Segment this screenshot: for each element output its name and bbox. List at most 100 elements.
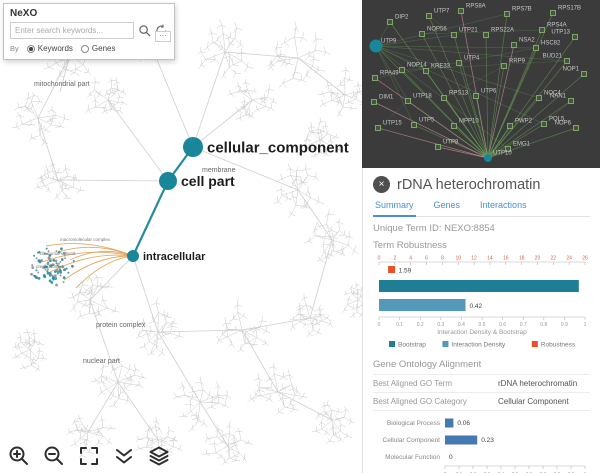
- interaction-network-panel[interactable]: DIP2 UTP7 RPS8A RPS7B RPS17B NOP56 UTP21 RPS22A…: [362, 0, 600, 168]
- gene-node[interactable]: BUD21: [543, 54, 570, 64]
- gene-node[interactable]: DIP2: [387, 15, 410, 25]
- go-alignment-row: Best Aligned GO Term rDNA heterochromati…: [373, 375, 590, 393]
- gene-node[interactable]: KRE33: [423, 64, 451, 74]
- go-alignment-rows: Best Aligned GO Term rDNA heterochromati…: [373, 374, 590, 411]
- svg-text:26: 26: [582, 256, 588, 262]
- unique-term-id: Unique Term ID: NEXO:8854: [373, 223, 495, 234]
- network-edges: [373, 10, 585, 159]
- gene-label: UTP10: [493, 151, 512, 157]
- search-input[interactable]: [10, 22, 134, 39]
- svg-text:22: 22: [551, 256, 557, 262]
- gene-node[interactable]: UTP8: [435, 140, 460, 150]
- expand-levels-button[interactable]: [113, 445, 135, 467]
- gene-node[interactable]: UTP10: [484, 151, 512, 163]
- svg-text:0.2: 0.2: [417, 322, 424, 328]
- radio-genes-control[interactable]: [80, 44, 89, 53]
- gene-node[interactable]: UTP9: [369, 39, 398, 53]
- zoom-controls: [8, 445, 170, 467]
- tree-term-label: membrane: [202, 167, 236, 174]
- go-score-bar: [445, 435, 478, 445]
- gene-node[interactable]: NSA2: [511, 38, 536, 48]
- robustness-value: 1.59: [399, 268, 412, 275]
- go-score-bar: [445, 418, 454, 428]
- gene-node[interactable]: RPS13: [441, 91, 469, 101]
- svg-text:20: 20: [535, 256, 541, 262]
- svg-text:24: 24: [566, 256, 572, 262]
- go-term-label: Best Aligned GO Term: [373, 379, 452, 388]
- gene-node[interactable]: NAN1: [550, 94, 574, 104]
- app-title: NeXO: [10, 8, 38, 19]
- gene-node[interactable]: MPP10: [451, 119, 480, 129]
- gene-node[interactable]: RPS17B: [550, 6, 582, 16]
- gene-node[interactable]: RRP9: [501, 59, 526, 69]
- section-go-alignment: Gene Ontology Alignment: [373, 359, 482, 370]
- svg-text:1: 1: [584, 471, 587, 473]
- gene-label: PWP2: [515, 119, 533, 125]
- gene-label: RRP9: [509, 59, 526, 65]
- gene-label: UTP21: [459, 28, 478, 34]
- svg-text:14: 14: [487, 256, 493, 262]
- gene-node[interactable]: NOC4: [536, 91, 562, 101]
- tab-interactions[interactable]: Interactions: [480, 200, 527, 210]
- gene-node[interactable]: RPS8A: [458, 4, 486, 14]
- gene-node[interactable]: UTP15: [375, 121, 403, 131]
- close-icon[interactable]: ×: [373, 176, 390, 193]
- gene-node[interactable]: NOP6: [555, 121, 579, 131]
- gene-node[interactable]: UTP4: [456, 56, 481, 66]
- gene-node[interactable]: UTP6: [473, 89, 498, 99]
- gene-node[interactable]: HSC82: [533, 41, 562, 51]
- gene-label: RPS13: [449, 91, 469, 97]
- gene-node[interactable]: RPS7B: [504, 7, 532, 17]
- svg-text:0.8: 0.8: [540, 322, 547, 328]
- ontology-node[interactable]: cellular_component: [183, 137, 349, 157]
- gene-label: NOP6: [555, 121, 572, 127]
- bottom-axis-label: Interaction Density & Bootstrap: [437, 329, 527, 336]
- svg-text:0.5: 0.5: [512, 471, 519, 473]
- radio-keywords-control[interactable]: [26, 44, 35, 53]
- gene-node[interactable]: DIM1: [371, 95, 394, 105]
- gene-node[interactable]: PWP2: [507, 119, 533, 129]
- gene-node[interactable]: UTP13: [551, 30, 578, 40]
- gene-node[interactable]: NOP14: [399, 63, 428, 73]
- radio-keywords[interactable]: Keywords: [26, 44, 73, 53]
- gene-label: RPS17B: [558, 6, 581, 12]
- more-options-icon[interactable]: ⋯: [155, 31, 171, 42]
- interaction-network-canvas[interactable]: DIP2 UTP7 RPS8A RPS7B RPS17B NOP56 UTP21 RPS22A…: [362, 0, 599, 168]
- gene-node[interactable]: NOP1: [563, 67, 587, 77]
- ontology-node[interactable]: intracellular: [127, 250, 206, 263]
- search-icon[interactable]: [137, 24, 151, 38]
- gene-node[interactable]: UTP18: [405, 94, 433, 104]
- layers-button[interactable]: [148, 445, 170, 467]
- svg-text:0.7: 0.7: [540, 471, 547, 473]
- svg-text:0.2: 0.2: [470, 471, 477, 473]
- gene-node[interactable]: UTP7: [426, 9, 451, 19]
- radio-genes[interactable]: Genes: [80, 44, 115, 53]
- gene-node[interactable]: RPA49: [372, 71, 400, 81]
- fit-to-screen-button[interactable]: [78, 445, 100, 467]
- gene-label: UTP18: [413, 94, 432, 100]
- interaction-density-bar: [379, 299, 466, 311]
- svg-text:0.9: 0.9: [568, 471, 575, 473]
- tab-summary[interactable]: Summary: [373, 200, 416, 217]
- search-panel: NeXO ⋯ By Keywords Genes: [3, 3, 175, 60]
- gene-node[interactable]: NOP56: [419, 27, 448, 37]
- gene-node[interactable]: POL5: [541, 117, 566, 127]
- gene-node[interactable]: UTP21: [451, 28, 479, 38]
- right-column: DIP2 UTP7 RPS8A RPS7B RPS17B NOP56 UTP21 RPS22A…: [362, 0, 600, 473]
- ontology-node[interactable]: cell part: [159, 172, 235, 190]
- zoom-in-button[interactable]: [8, 445, 30, 467]
- gene-node[interactable]: EMG1: [505, 142, 531, 152]
- tab-genes[interactable]: Genes: [433, 200, 461, 210]
- gene-node[interactable]: RPS22A: [483, 28, 515, 38]
- gene-node[interactable]: UTP5: [411, 118, 436, 128]
- ontology-node-label: intracellular: [143, 251, 206, 263]
- zoom-out-button[interactable]: [43, 445, 65, 467]
- tree-term-label-small: ribosomal subunit: [40, 251, 76, 256]
- search-mode-row: By Keywords Genes: [10, 44, 168, 53]
- gene-node[interactable]: RPS4A: [539, 23, 567, 33]
